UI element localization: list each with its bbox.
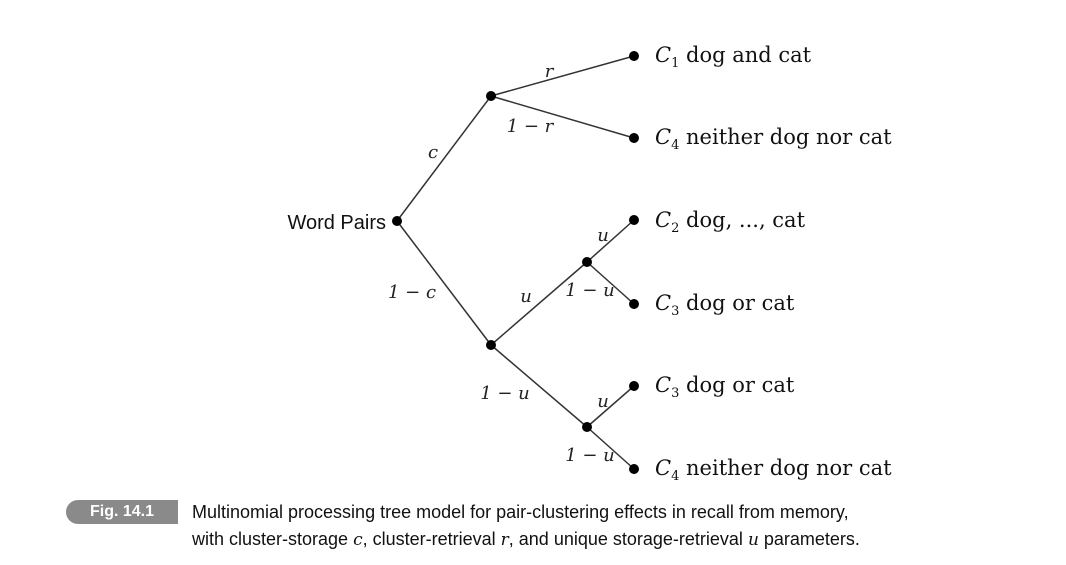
upper-unique-node bbox=[582, 257, 592, 267]
caption-line-2-part-a: with cluster-storage bbox=[192, 529, 354, 549]
edge-lower-u-to-c3 bbox=[586, 385, 635, 428]
nonstorage-node bbox=[486, 340, 496, 350]
edge-nonstorage-to-lower-u bbox=[490, 344, 588, 428]
edge-storage-to-c4-top bbox=[490, 95, 635, 139]
edge-storage-to-c1 bbox=[490, 55, 635, 97]
edge-nonstorage-to-upper-u bbox=[490, 261, 588, 346]
leaf-node-2 bbox=[629, 133, 639, 143]
param-label-u-nonstorage: u bbox=[520, 286, 532, 307]
leaf-label-c3-upper: C3 dog or cat bbox=[655, 291, 795, 319]
leaf-node-5 bbox=[629, 381, 639, 391]
leaf-node-1 bbox=[629, 51, 639, 61]
leaf-label-c4-top: C4 neither dog nor cat bbox=[655, 125, 892, 153]
leaf-node-3 bbox=[629, 215, 639, 225]
param-label-c: c bbox=[428, 142, 438, 163]
leaf-label-c4-bottom: C4 neither dog nor cat bbox=[655, 456, 892, 484]
root-label: Word Pairs bbox=[287, 212, 386, 234]
figure-number-badge: Fig. 14.1 bbox=[66, 500, 178, 524]
param-label-one-minus-u-nonstorage: 1 − u bbox=[480, 383, 530, 404]
leaf-node-4 bbox=[629, 299, 639, 309]
leaf-label-c3-lower: C3 dog or cat bbox=[655, 373, 795, 401]
leaf-label-c2: C2 dog, ..., cat bbox=[655, 208, 806, 236]
param-label-u-lower: u bbox=[597, 391, 609, 412]
leaf-node-6 bbox=[629, 464, 639, 474]
root-node bbox=[392, 216, 402, 226]
param-label-one-minus-c: 1 − c bbox=[388, 282, 436, 303]
caption-text: Multinomial processing tree model for pa… bbox=[192, 499, 1022, 554]
edge-upper-u-to-c3 bbox=[586, 261, 635, 305]
figure-caption: Fig. 14.1 Multinomial processing tree mo… bbox=[66, 500, 1026, 560]
param-label-one-minus-r: 1 − r bbox=[507, 116, 555, 137]
param-label-one-minus-u-upper: 1 − u bbox=[565, 280, 615, 301]
param-label-u-upper: u bbox=[597, 225, 609, 246]
caption-line-2-part-b: , cluster-retrieval bbox=[362, 529, 501, 549]
param-label-r: r bbox=[545, 61, 555, 82]
caption-param-c: c bbox=[353, 530, 363, 550]
caption-line-2-part-d: parameters. bbox=[758, 529, 860, 549]
caption-param-u: u bbox=[747, 530, 759, 550]
lower-unique-node bbox=[582, 422, 592, 432]
caption-param-r: r bbox=[500, 530, 509, 550]
processing-tree-diagram: Word Pairs c 1 − c r 1 − r u 1 − u u 1 −… bbox=[287, 43, 892, 484]
caption-line-2-part-c: , and unique storage-retrieval bbox=[508, 529, 748, 549]
caption-line-1: Multinomial processing tree model for pa… bbox=[192, 502, 849, 522]
edge-root-to-nonstorage bbox=[396, 220, 492, 346]
edge-lower-u-to-c4-bottom bbox=[586, 426, 635, 470]
leaf-label-c1: C1 dog and cat bbox=[655, 43, 812, 71]
edge-upper-u-to-c2 bbox=[586, 219, 635, 263]
param-label-one-minus-u-lower: 1 − u bbox=[565, 445, 615, 466]
storage-node bbox=[486, 91, 496, 101]
edge-root-to-storage bbox=[396, 95, 492, 222]
